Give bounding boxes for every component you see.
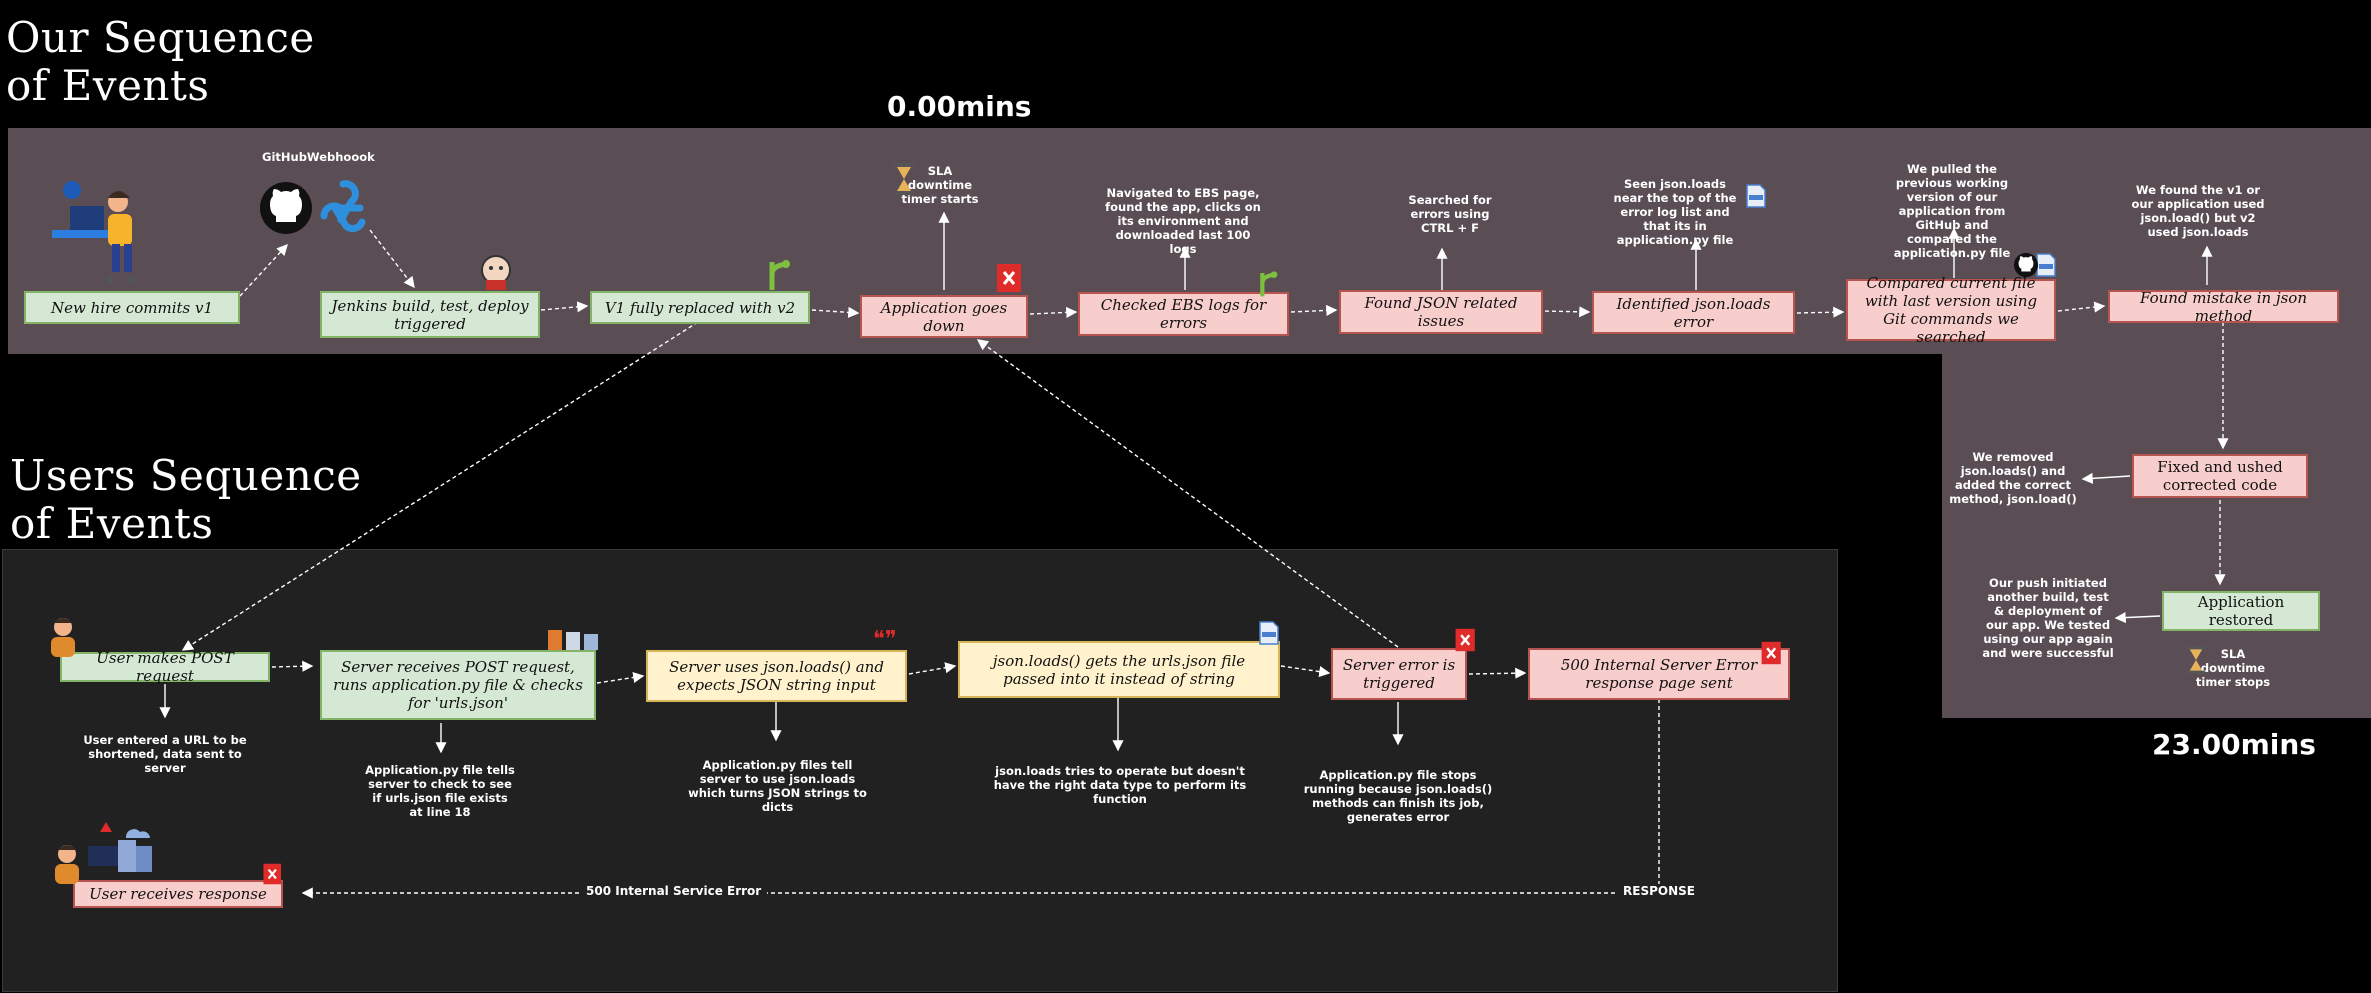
server-icon <box>88 822 152 872</box>
developer-icon <box>52 181 136 284</box>
step-500-error-page: 500 Internal Server Error response page … <box>1528 648 1790 700</box>
timer-start: 0.00mins <box>887 90 1032 123</box>
edge-label-internal-error: 500 Internal Service Error <box>580 884 768 898</box>
file-icon <box>1259 621 1279 645</box>
step-jenkins-triggered: Jenkins build, test, deploy triggered <box>320 291 540 338</box>
step-checked-ebs-logs: Checked EBS logs for errors <box>1078 292 1289 336</box>
edge-label-response: RESPONSE <box>1617 884 1701 898</box>
error-icon <box>263 863 282 885</box>
heading-our-sequence: Our Sequence of Events <box>6 13 315 110</box>
step-server-error: Server error is triggered <box>1331 648 1467 700</box>
error-icon <box>1761 641 1781 665</box>
note-ebs-navigation: Navigated to EBS page, found the app, cl… <box>1105 186 1261 256</box>
note-application-checks: Application.py file tells server to chec… <box>365 763 515 819</box>
step-found-json-issues: Found JSON related issues <box>1339 290 1543 334</box>
step-user-receives-response: User receives response <box>73 880 283 908</box>
note-searched-errors: Searched for errors using CTRL + F <box>1408 193 1492 235</box>
note-removed-json-loads: We removed json.loads() and added the co… <box>1949 450 2077 506</box>
note-json-loads-fails: json.loads tries to operate but doesn't … <box>993 764 1247 806</box>
note-found-v1: We found the v1 or our application used … <box>2131 183 2265 239</box>
note-sla-stop: SLA downtime timer stops <box>2195 647 2271 689</box>
github-icon <box>260 182 312 234</box>
error-icon <box>997 264 1021 292</box>
git-branch-icon <box>1260 271 1278 297</box>
error-icon <box>1455 628 1475 652</box>
file-icon <box>2036 253 2056 277</box>
webhook-icon <box>320 180 366 232</box>
file-icon <box>1746 184 1766 208</box>
note-application-json-loads: Application.py files tell server to use … <box>688 758 867 814</box>
hourglass-icon <box>894 163 914 195</box>
note-sla-start: SLA downtime timer starts <box>901 164 979 206</box>
heading-users-sequence: Users Sequence of Events <box>10 451 362 548</box>
note-push-initiated: Our push initiated another build, test &… <box>1982 576 2114 660</box>
step-new-hire-commits: New hire commits v1 <box>24 291 240 324</box>
jenkins-icon <box>481 255 511 290</box>
git-branch-icon <box>769 260 790 290</box>
step-application-down: Application goes down <box>860 295 1028 338</box>
label-github-webhook: GitHubWebhoook <box>262 150 375 164</box>
hourglass-icon <box>2187 645 2205 675</box>
step-fixed-code: Fixed and ushed corrected code <box>2132 454 2308 498</box>
users-events-panel <box>2 549 1838 992</box>
step-application-restored: Application restored <box>2162 591 2320 631</box>
note-seen-json-loads: Seen json.loads near the top of the erro… <box>1613 177 1737 247</box>
step-server-receives-post: Server receives POST request, runs appli… <box>320 650 596 720</box>
note-user-entered-url: User entered a URL to be shortened, data… <box>83 733 247 775</box>
note-application-stops: Application.py file stops running becaus… <box>1303 768 1493 824</box>
step-compared-files: Compared current file with last version … <box>1846 274 2056 346</box>
timer-end: 23.00mins <box>2152 728 2316 761</box>
step-user-post-request: User makes POST request <box>60 649 270 685</box>
step-found-mistake: Found mistake in json method <box>2108 289 2339 325</box>
quote-icon: ❝❞ <box>873 630 897 648</box>
note-pulled-previous: We pulled the previous working version o… <box>1893 162 2011 260</box>
step-v1-replaced: V1 fully replaced with v2 <box>590 291 810 324</box>
step-identified-json-loads: Identified json.loads error <box>1592 291 1795 334</box>
user-icon <box>55 845 79 884</box>
step-server-uses-json-loads: Server uses json.loads() and expects JSO… <box>646 650 907 702</box>
recovery-panel <box>1942 352 2371 718</box>
svg-text:❝❞: ❝❞ <box>873 630 897 648</box>
github-icon <box>2013 252 2039 278</box>
step-json-loads-gets-file: json.loads() gets the urls.json file pas… <box>958 641 1280 698</box>
user-icon <box>51 618 75 657</box>
server-icon <box>548 630 598 650</box>
